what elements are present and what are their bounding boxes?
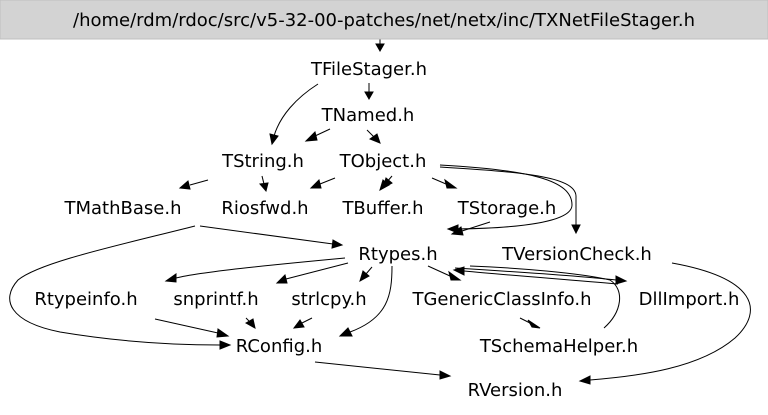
tstorage-label: TStorage.h — [457, 198, 557, 219]
node-tstorage[interactable]: TStorage.h — [457, 198, 557, 219]
arrowhead-tversioncheck-to-rversion — [578, 375, 591, 385]
edge-tschemahelper-to-rtypes — [469, 265, 621, 329]
node-tmathbase[interactable]: TMathBase.h — [64, 198, 182, 219]
arrowhead-rtypes-to-rtypeinfo — [164, 273, 177, 283]
edge-tmathbase-to-rconfig — [9, 225, 221, 346]
tobject-label: TObject.h — [339, 151, 427, 172]
node-tnamed[interactable]: TNamed.h — [321, 105, 415, 126]
arrowhead-tobject-to-tversioncheck — [571, 224, 581, 235]
edge-rtypes-to-rconfig — [349, 265, 393, 333]
node-rversion[interactable]: RVersion.h — [468, 380, 563, 401]
arrowhead-tmathbase-to-rtypes — [331, 239, 344, 249]
arrowhead-rtypes-to-dllimport — [615, 275, 628, 285]
arrowhead-rtypes-to-strlcpy — [359, 270, 370, 283]
edge-tnamed-to-tstring — [314, 128, 331, 137]
edge-tfilestager-to-tstring — [273, 83, 319, 137]
node-tgenericclassinfo[interactable]: TGenericClassInfo.h — [411, 289, 591, 310]
tnamed-label: TNamed.h — [321, 105, 415, 126]
arrowhead-tfilestager-to-tnamed — [364, 91, 374, 101]
tmathbase-label: TMathBase.h — [64, 198, 182, 219]
tfilestager-label: TFileStager.h — [310, 59, 427, 80]
root-node-box — [0, 0, 768, 40]
arrowhead-snprintf-to-rconfig — [244, 318, 256, 329]
node-tobject[interactable]: TObject.h — [339, 151, 427, 172]
edge-dllimport-to-rtypes — [463, 270, 619, 285]
snprintf-label: snprintf.h — [173, 289, 258, 310]
edge-rtypes-to-tgenericclassinfo — [427, 265, 451, 277]
edge-strlcpy-to-rconfig — [301, 317, 313, 324]
node-strlcpy[interactable]: strlcpy.h — [291, 289, 366, 310]
edge-rtypes-to-rtypeinfo — [175, 257, 346, 279]
arrowhead-tobject-to-tbuffer-2 — [382, 177, 393, 190]
arrowhead-tobject-to-tstorage — [444, 178, 458, 189]
arrowhead-tnamed-to-tobject — [368, 133, 381, 144]
tstring-label: TString.h — [221, 151, 304, 172]
edge-tgenericclassinfo-to-tschemahelper — [519, 317, 531, 324]
edge-rtypeinfo-to-rconfig — [154, 318, 219, 334]
node-tfilestager[interactable]: TFileStager.h — [310, 59, 427, 80]
arrowhead-tstring-to-riosfwd — [259, 182, 269, 193]
arrowhead-dllimport-to-rtypes — [452, 266, 465, 276]
node-riosfwd[interactable]: Riosfwd.h — [221, 198, 308, 219]
edge-tmathbase-to-rtypes — [199, 225, 334, 245]
node-tbuffer[interactable]: TBuffer.h — [341, 198, 423, 219]
node-tversioncheck[interactable]: TVersionCheck.h — [501, 244, 652, 265]
node-root[interactable]: /home/rdm/rdoc/src/v5-32-00-patches/net/… — [0, 0, 768, 40]
graph-nodes: /home/rdm/rdoc/src/v5-32-00-patches/net/… — [0, 0, 768, 401]
rtypes-label: Rtypes.h — [358, 244, 437, 265]
edge-tversioncheck-to-rversion — [589, 262, 751, 381]
rversion-label: RVersion.h — [468, 380, 563, 401]
node-rtypeinfo[interactable]: Rtypeinfo.h — [34, 289, 137, 310]
arrowhead-root-to-tfilestager — [375, 43, 385, 53]
tversioncheck-label: TVersionCheck.h — [501, 244, 652, 265]
node-snprintf[interactable]: snprintf.h — [173, 289, 258, 310]
edge-tobject-to-riosfwd — [319, 177, 336, 185]
node-dllimport[interactable]: DllImport.h — [639, 289, 740, 310]
arrowhead-tnamed-to-tstring — [304, 131, 318, 142]
edge-tstring-to-tmathbase — [189, 179, 209, 186]
riosfwd-label: Riosfwd.h — [221, 198, 308, 219]
arrowhead-rtypes-to-rconfig — [338, 327, 353, 337]
rtypeinfo-label: Rtypeinfo.h — [34, 289, 137, 310]
edge-rconfig-to-rversion — [314, 361, 441, 376]
arrowhead-tgenericclassinfo-to-tschemahelper — [527, 319, 541, 329]
arrowhead-rtypeinfo-to-rconfig — [216, 328, 230, 338]
node-tschemahelper[interactable]: TSchemaHelper.h — [479, 336, 638, 357]
edge-rtypes-to-strlcpy — [365, 266, 373, 275]
arrowhead-rtypes-to-tgenericclassinfo — [448, 270, 462, 281]
edge-tobject-to-rtypes — [439, 164, 573, 230]
root-node-label: /home/rdm/rdoc/src/v5-32-00-patches/net/… — [73, 10, 695, 31]
dllimport-label: DllImport.h — [639, 289, 740, 310]
arrowhead-tfilestager-to-tstring — [269, 133, 279, 146]
rconfig-label: RConfig.h — [236, 336, 323, 357]
strlcpy-label: strlcpy.h — [291, 289, 366, 310]
arrowhead-tstring-to-tmathbase — [178, 180, 191, 190]
tschemahelper-label: TSchemaHelper.h — [479, 336, 638, 357]
arrowhead-tmathbase-to-rconfig — [219, 340, 232, 350]
arrowhead-rconfig-to-rversion — [439, 370, 452, 380]
arrowhead-rtypes-to-snprintf — [275, 274, 288, 284]
node-rconfig[interactable]: RConfig.h — [236, 336, 323, 357]
node-rtypes[interactable]: Rtypes.h — [358, 244, 437, 265]
edge-rtypes-to-snprintf — [285, 262, 349, 280]
edge-tobject-to-tversioncheck — [439, 166, 577, 225]
tgenericclassinfo-label: TGenericClassInfo.h — [411, 289, 591, 310]
node-tstring[interactable]: TString.h — [221, 151, 304, 172]
graph-edges — [9, 39, 751, 385]
edge-tnamed-to-tobject — [366, 129, 375, 138]
arrowhead-strlcpy-to-rconfig — [292, 319, 305, 329]
edge-tstring-to-riosfwd — [261, 175, 265, 185]
edge-tobject-to-tstorage — [431, 177, 447, 185]
arrowhead-tstorage-to-rtypes — [450, 226, 464, 236]
arrowhead-tobject-to-riosfwd — [309, 179, 322, 189]
edge-tstorage-to-rtypes — [461, 221, 491, 232]
tbuffer-label: TBuffer.h — [341, 198, 423, 219]
